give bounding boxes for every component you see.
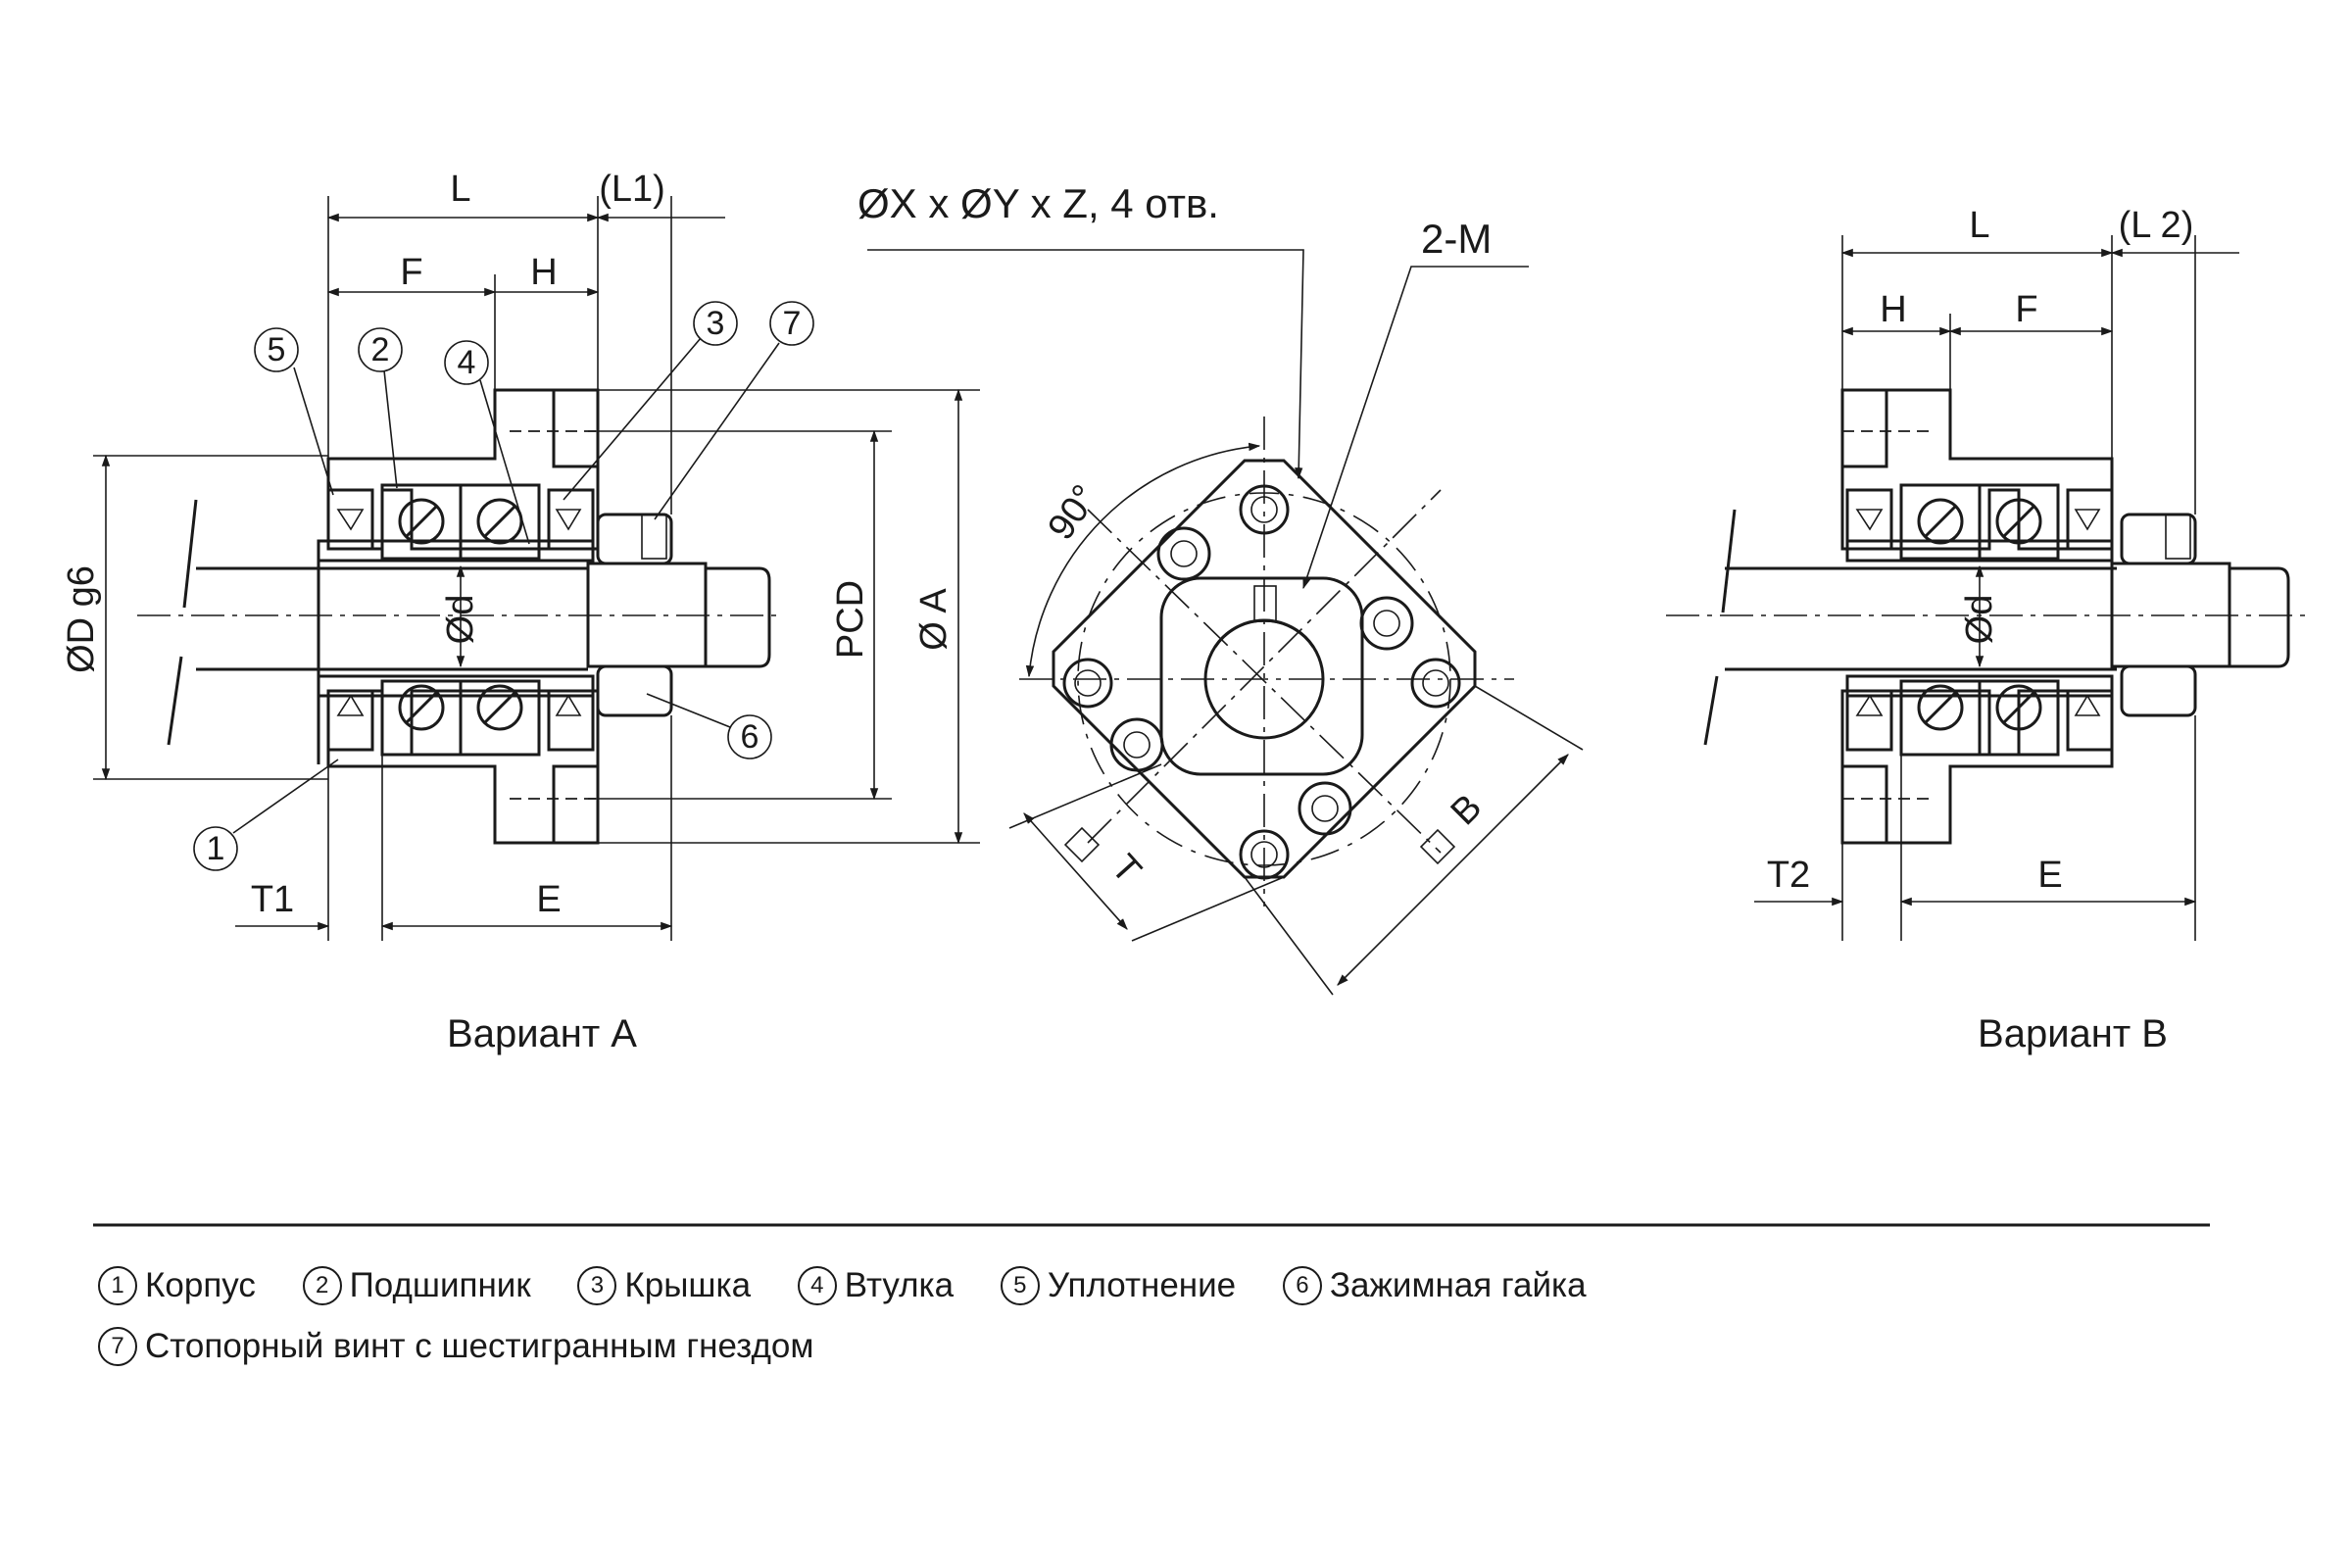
- balloon-2: 2: [358, 327, 403, 489]
- bolt-hole-upper-right: [1359, 596, 1414, 651]
- balloon-1: 1: [193, 759, 339, 871]
- variant-b-caption: Вариант B: [1978, 1012, 2168, 1055]
- variant-a-section: L (L1) F H ØD g6 Ød PCD Ø A T1 E 5 2 4 3: [61, 169, 980, 1055]
- dim-t2-label: T2: [1767, 855, 1810, 896]
- svg-text:3: 3: [707, 305, 725, 342]
- angle-label: 90°: [1040, 478, 1105, 548]
- svg-text:2: 2: [371, 331, 390, 368]
- bolt-hole-upper-left: [1156, 526, 1211, 581]
- svg-text:5: 5: [268, 331, 286, 368]
- balloon-3: 3: [563, 301, 738, 501]
- inner-square: [1159, 576, 1364, 776]
- lock-nut-upper: [596, 513, 673, 565]
- housing-b-lower: [1840, 689, 2114, 845]
- dim-f-label: F: [400, 252, 422, 293]
- dim-b-f-label: F: [2015, 289, 2037, 330]
- holes-note: ØX x ØY x Z, 4 отв.: [858, 180, 1219, 226]
- dim-a-label: Ø A: [913, 588, 955, 651]
- dim-b-bore-label: Ød: [1959, 595, 2000, 645]
- dim-t1-label: T1: [251, 879, 294, 920]
- balloon-5: 5: [254, 327, 334, 496]
- dim-d-label: ØD g6: [61, 565, 102, 673]
- bolt-hole-left: [1062, 658, 1113, 709]
- svg-text:4: 4: [458, 344, 476, 381]
- svg-text:1: 1: [207, 830, 225, 867]
- balloon-4: 4: [444, 340, 530, 545]
- bolt-hole-right: [1410, 658, 1461, 709]
- bolt-hole-bottom: [1239, 829, 1290, 880]
- svg-text:6: 6: [741, 718, 760, 756]
- dim-h-label: H: [530, 252, 557, 293]
- square-t-label: T: [1103, 847, 1150, 891]
- angle-arc: [1025, 442, 1261, 678]
- housing-upper: [326, 388, 600, 551]
- front-view: 90° ØX x ØY x Z, 4 отв. 2-M T B: [858, 180, 1584, 996]
- bearing-right-upper: [459, 483, 541, 561]
- lock-nut-lower: [596, 664, 673, 717]
- variant-b-section: L (L 2) H F Ød T2 E Вариант B: [1666, 205, 2313, 1055]
- dim-l1-label: (L1): [599, 169, 665, 210]
- dim-l-label: L: [450, 169, 470, 210]
- dim-bore-label: Ød: [440, 595, 481, 645]
- square-b-label: B: [1444, 787, 1491, 834]
- svg-text:7: 7: [783, 305, 802, 342]
- seal-left-top: [326, 488, 374, 551]
- housing-b-upper: [1840, 388, 2114, 551]
- dim-b-h-label: H: [1880, 289, 1906, 330]
- bolt-hole-lower-left: [1109, 717, 1164, 772]
- dim-pcd-label: PCD: [830, 580, 871, 659]
- thread-note: 2-M: [1421, 216, 1492, 262]
- dim-b-e-label: E: [2037, 855, 2062, 896]
- bolt-hole-lower-right: [1298, 781, 1352, 836]
- variant-a-caption: Вариант А: [447, 1012, 637, 1055]
- balloon-7: 7: [654, 301, 814, 520]
- dim-b-l-label: L: [1969, 205, 1989, 246]
- balloon-6: 6: [646, 693, 772, 760]
- dim-b-l2-label: (L 2): [2119, 205, 2194, 246]
- dim-e-label: E: [536, 879, 561, 920]
